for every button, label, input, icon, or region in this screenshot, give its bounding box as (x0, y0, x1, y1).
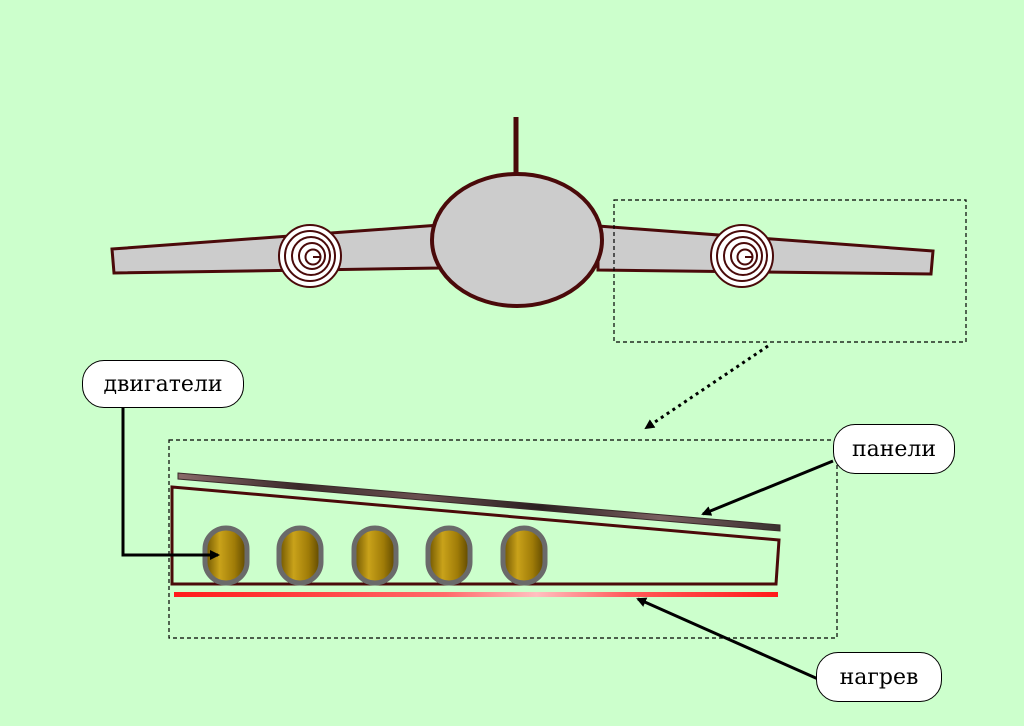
airplane (110, 117, 935, 308)
spiral-engine-icon (278, 224, 342, 288)
engine-cell-icon (500, 525, 548, 586)
solar-panels-strip (177, 472, 781, 532)
zoom-selection-box (613, 199, 967, 343)
engine-cells (202, 525, 548, 586)
left-wing (110, 223, 442, 275)
panels-label: панели (833, 424, 955, 474)
zoom-arrow (644, 344, 769, 430)
heating-connector (636, 597, 819, 681)
panels-connector (701, 459, 834, 516)
engine-cell-icon (425, 525, 473, 586)
engines-connector (121, 408, 220, 560)
wing-section (170, 485, 781, 586)
spiral-engine-icon (710, 224, 774, 288)
engine-cell-icon (351, 525, 399, 586)
detail-box (168, 439, 838, 639)
heater-strip (174, 592, 778, 597)
heating-label: нагрев (816, 652, 942, 702)
engine-cell-icon (276, 525, 324, 586)
engines-label: двигатели (82, 360, 244, 408)
fuselage (430, 172, 604, 308)
